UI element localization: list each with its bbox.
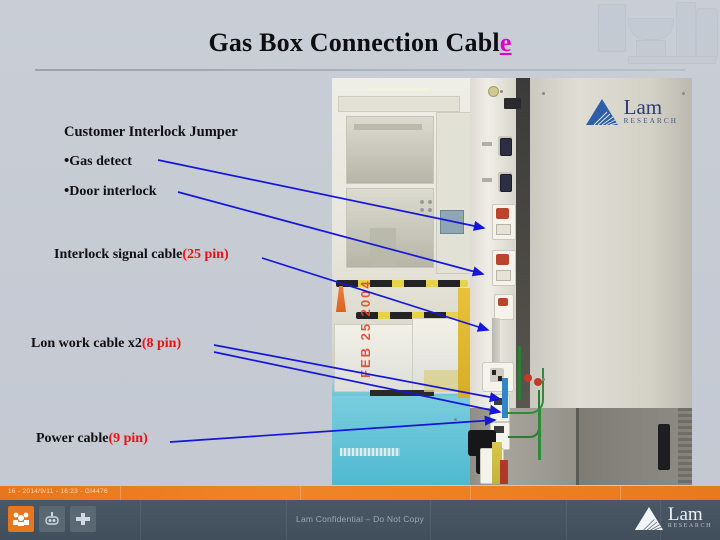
equipment-watermark-graphic [592,0,720,72]
photo-cable-conduit [492,318,500,364]
photo-window-bar [354,124,422,130]
photo-cabinet-lower-right [576,408,692,485]
slide-id-text: 16 - 2014/9/11 - 16:23 - GI4476 [8,488,108,495]
footer-orange-bar: 16 - 2014/9/11 - 16:23 - GI4476 [0,486,720,500]
photo-dsub-label-2 [482,178,492,182]
page-title: Gas Box Connection Cable [0,28,720,58]
lam-triangle-icon [585,99,618,126]
footer-bar: Lam Confidential – Do Not Copy Lam RESEA… [0,500,720,540]
photo-cabinet-gap [516,78,530,408]
callout-pin-count: (9 pin) [108,431,148,446]
page-title-text: Gas Box Connection Cabl [208,28,500,57]
lam-triangle-icon [634,507,663,531]
photo-red-terminal-2 [534,378,542,386]
photo-crate-a [334,324,420,392]
photo-dsub-connector-1 [500,138,512,156]
photo-lam-wordmark: Lam [623,95,663,119]
photo-yellow-post [458,288,470,398]
callout-customer-interlock-jumper: Customer Interlock Jumper [64,124,238,141]
photo-barrier-upper [336,280,468,287]
photo-floor-marking [340,448,400,456]
photo-date-stamp: FEB 25 2004 [358,279,373,378]
callout-lon-work-cable: Lon work cable x2(8 pin) [31,336,181,352]
photo-interlock-connector-2-face [496,254,509,265]
plus-icon [76,513,90,525]
footer-lam-logo: Lam RESEARCH [634,504,712,531]
photo-interlock-connector-1-body [496,224,511,235]
footer-button-group [8,506,96,532]
photo-cabinet-seam [576,408,579,485]
callout-label-text: Power cable [36,431,109,446]
footer-button-robot-icon[interactable] [39,506,65,532]
photo-green-wire-1 [506,368,544,414]
footer-lam-subtext: RESEARCH [667,523,712,529]
callout-label-text: Lon work cable x2 [31,336,142,351]
photo-interlock-connector-3-face [498,298,508,306]
bullet-icon: • [64,183,70,199]
photo-floor-mat [332,396,470,485]
photo-lon-port-lower-face [494,426,504,433]
callout-label-text: Interlock signal cable [54,247,183,262]
callout-door-interlock: •Door interlock [64,184,157,200]
photo-green-wire-3 [538,408,541,460]
photo-dsub-connector-2 [500,174,512,192]
photo-dsub-label-1 [482,142,492,146]
callout-power-cable: Power cable(9 pin) [36,431,148,447]
footer-button-plus-icon[interactable] [70,506,96,532]
page-title-highlight: e [499,28,512,57]
callout-pin-count: (8 pin) [141,336,182,351]
photo-green-wire-2 [508,390,540,438]
callout-label-text: Customer Interlock Jumper [64,124,238,140]
photo-interlock-connector-2-body [496,270,511,281]
callout-pin-count: (25 pin) [182,247,229,262]
photo-light-strip [368,88,428,91]
title-divider [35,69,685,71]
photo-lower-grill [678,408,692,485]
footer-button-group-icon[interactable] [8,506,34,532]
photo-yellow-cable [492,442,502,484]
photo-panel-blackplug [504,98,521,109]
photo-cabinet-door [530,78,692,408]
group-icon [13,512,29,526]
photo-lam-logo: Lam RESEARCH [585,95,678,126]
photo-red-cable [500,460,508,484]
photo-interlock-connector-1-face [496,208,509,219]
bullet-icon: • [64,153,70,169]
confidentiality-notice: Lam Confidential – Do Not Copy [296,514,424,524]
photo-lower-vent [658,424,670,470]
photo-ceiling-rail [338,96,460,112]
gas-box-photo: FEB 25 2004 [332,78,692,485]
photo-lam-subtext: RESEARCH [623,117,678,125]
robot-icon [45,512,59,525]
footer-lam-wordmark: Lam [667,504,703,525]
photo-panel-knob [488,86,499,97]
callout-interlock-signal-cable: Interlock signal cable(25 pin) [54,247,229,263]
callout-gas-detect: •Gas detect [64,154,132,170]
photo-blue-cable [502,378,508,418]
callout-label-text: Gas detect [69,154,132,169]
callout-label-text: Door interlock [69,184,157,199]
photo-green-wire-4 [518,346,521,400]
photo-red-terminal-1 [524,374,532,382]
